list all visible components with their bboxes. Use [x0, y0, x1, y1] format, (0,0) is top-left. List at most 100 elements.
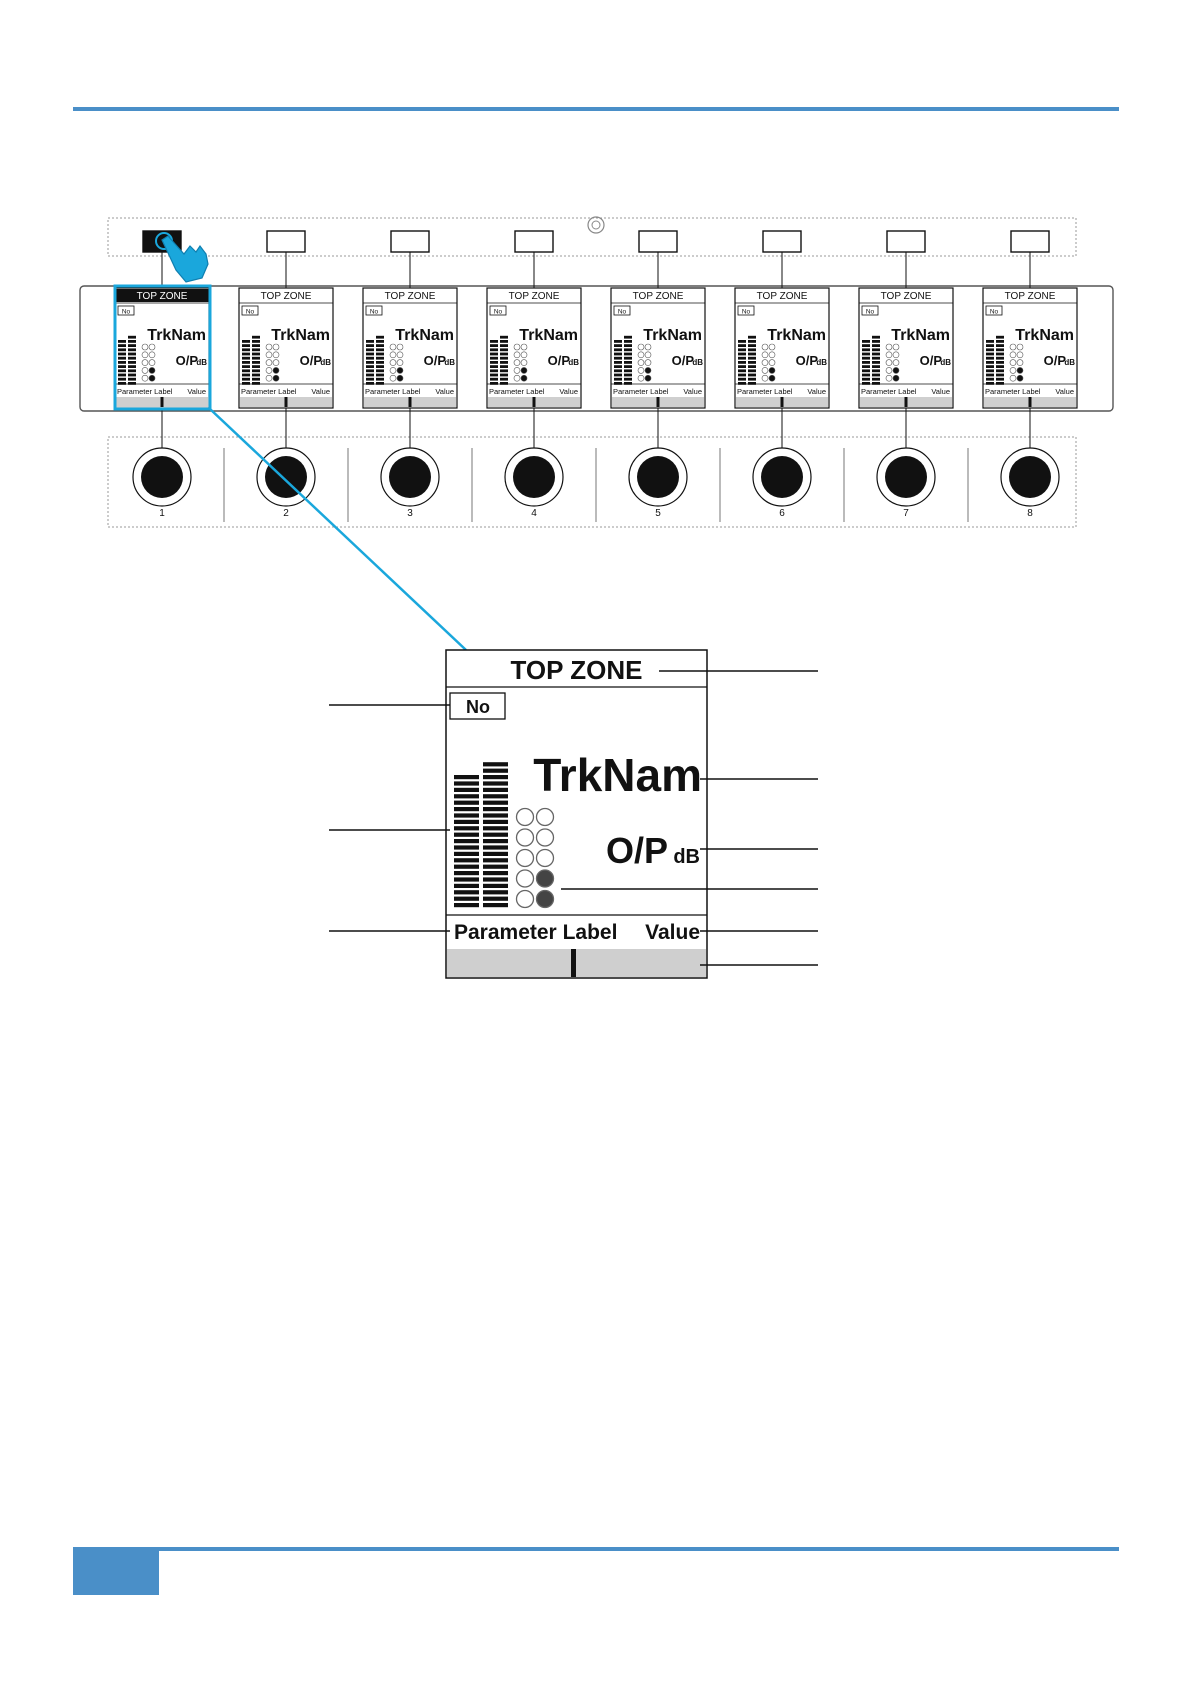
mini-status-dot [768, 359, 776, 366]
mini-meter-segment [872, 344, 880, 347]
mini-meter-segment [118, 377, 126, 381]
mini-param-label: Parameter Label [613, 387, 669, 396]
mini-meter-segment [500, 369, 508, 373]
mini-param-label: Parameter Label [241, 387, 297, 396]
select-button-3[interactable] [390, 230, 430, 253]
select-button-6[interactable] [762, 230, 802, 253]
detail-status-dot [515, 848, 535, 868]
mini-meter-segment [862, 340, 870, 343]
encoder-ring [380, 447, 440, 507]
mini-status-dot [761, 359, 769, 366]
encoder-knob-2[interactable] [265, 456, 307, 498]
mini-meter-segment [252, 382, 260, 385]
mini-meter-segment [128, 369, 136, 373]
mini-no-button[interactable] [613, 305, 631, 316]
mini-no-button[interactable] [861, 305, 879, 316]
detail-meter-segment [483, 787, 508, 792]
mini-meter-segment [128, 348, 136, 352]
mini-meter-segment [614, 365, 622, 368]
detail-status-dot [515, 807, 535, 827]
mini-status-dot [272, 367, 280, 374]
mini-meter-segment [118, 344, 126, 347]
encoder-knob-8[interactable] [1009, 456, 1051, 498]
mini-meter-segment [500, 361, 508, 364]
select-button-7[interactable] [886, 230, 926, 253]
select-button-4[interactable] [514, 230, 554, 253]
mini-meter-segment [366, 340, 374, 343]
mini-meter-segment [872, 340, 880, 343]
detail-status-dot [535, 807, 555, 827]
mini-no-button[interactable] [117, 305, 135, 316]
mini-meter-segment [490, 352, 498, 356]
detail-value-marker [571, 949, 576, 977]
detail-no-button[interactable] [449, 692, 506, 720]
detail-meter-segment [454, 883, 479, 888]
mini-meter-segment [624, 356, 632, 360]
detail-meter-segment [454, 794, 479, 799]
mini-display-8 [982, 287, 1078, 409]
mini-meter-segment [128, 377, 136, 381]
mini-output: O/P [424, 353, 447, 368]
mini-status-dot [265, 367, 273, 374]
mini-status-dot [637, 374, 645, 382]
mini-meter-segment [366, 369, 374, 373]
mini-status-dot [148, 343, 156, 351]
encoder-knob-1[interactable] [141, 456, 183, 498]
detail-output-unit: dB [673, 846, 700, 868]
mini-meter-segment [738, 356, 746, 360]
mini-meter-segment [624, 348, 632, 352]
mini-meter-segment [624, 335, 632, 339]
mini-meter-segment [252, 365, 260, 368]
mini-no-button[interactable] [365, 305, 383, 316]
mini-output-unit: dB [940, 358, 951, 367]
mini-meter-segment [862, 352, 870, 356]
mini-meter-segment [376, 365, 384, 368]
mini-no-button[interactable] [985, 305, 1003, 316]
mini-output: O/P [176, 353, 199, 368]
encoder-knob-4[interactable] [513, 456, 555, 498]
mini-meter-segment [614, 352, 622, 356]
encoder-knob-6[interactable] [761, 456, 803, 498]
mini-no-button[interactable] [489, 305, 507, 316]
detail-meter-segment [483, 826, 508, 831]
mini-meter-segment [872, 365, 880, 368]
mini-status-dot [520, 367, 528, 374]
detail-meter-segment [483, 903, 508, 908]
mini-meter-segment [872, 352, 880, 356]
encoder-knob-7[interactable] [885, 456, 927, 498]
mini-meter-segment [252, 340, 260, 343]
mini-status-dot [1009, 359, 1017, 366]
mini-value-marker [532, 397, 536, 407]
encoder-knob-3[interactable] [389, 456, 431, 498]
select-button-8[interactable] [1010, 230, 1050, 253]
mini-meter-segment [862, 382, 870, 385]
detail-meter-segment [454, 845, 479, 850]
detail-meter-segment [483, 813, 508, 818]
encoder-number: 4 [531, 508, 537, 519]
mini-meter-segment [366, 373, 374, 377]
detail-meter-segment [483, 845, 508, 850]
mini-meter-segment [996, 373, 1004, 377]
mini-no-button[interactable] [241, 305, 259, 316]
mini-meter-segment [862, 365, 870, 368]
mini-meter-segment [862, 348, 870, 352]
encoder-knob-5[interactable] [637, 456, 679, 498]
detail-meter-segment [454, 832, 479, 837]
select-button-5[interactable] [638, 230, 678, 253]
encoder-number: 1 [159, 508, 165, 519]
mini-no-button[interactable] [737, 305, 755, 316]
select-button-2[interactable] [266, 230, 306, 253]
mini-track-name: TrkNam [891, 327, 950, 344]
mini-meter-segment [614, 361, 622, 364]
mini-meter-segment [738, 344, 746, 347]
mini-param-value: Value [559, 387, 578, 396]
mini-status-dot [141, 343, 149, 351]
mini-status-dot [520, 359, 528, 366]
mini-value-marker [1028, 397, 1032, 407]
detail-meter-segment [454, 781, 479, 786]
mini-value-marker [160, 397, 164, 407]
mini-status-dot [389, 359, 397, 366]
mini-status-dot [513, 374, 521, 382]
mini-top-zone: TOP ZONE [509, 291, 560, 302]
